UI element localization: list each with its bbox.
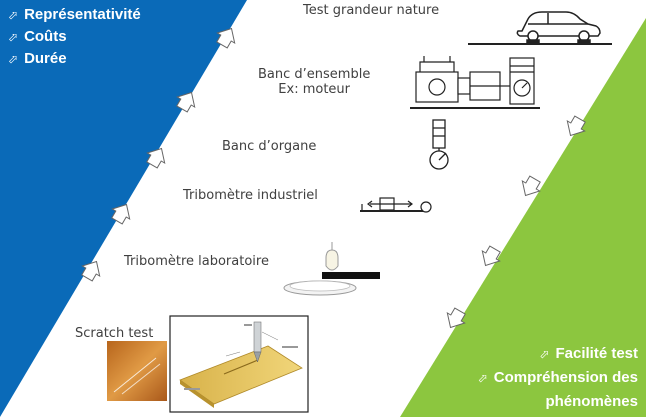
- level-label-tribometre-industriel: Tribomètre industriel: [183, 188, 318, 203]
- hollow-arrow-icon: [146, 147, 166, 169]
- left-panel-item: ⬀Durée: [8, 50, 67, 67]
- left-panel-item: ⬀Coûts: [8, 28, 67, 45]
- hollow-arrow-icon: [111, 203, 131, 225]
- level-label-scratch-test: Scratch test: [75, 326, 154, 341]
- right-panel-item: ⬀Facilité test: [539, 345, 638, 362]
- hollow-arrow-icon: [446, 307, 466, 329]
- hollow-arrow-icon: [216, 27, 236, 49]
- hollow-arrow-icon: [176, 91, 196, 113]
- left-panel-item: ⬀Représentativité: [8, 6, 141, 23]
- level-label-test-grandeur-nature: Test grandeur nature: [303, 3, 440, 18]
- level-label-banc-organe: Banc d’organe: [222, 139, 317, 154]
- level-label-banc-ensemble: Banc d’ensemble Ex: moteur: [258, 67, 371, 97]
- hollow-arrow-icon: [81, 260, 101, 282]
- industrial-tribometer-illustration: [360, 197, 432, 213]
- arrow-up-right-icon: ⬀: [8, 30, 19, 44]
- scratch-test-schematic: [169, 315, 309, 413]
- hollow-arrow-icon: [521, 175, 541, 197]
- arrow-up-right-icon: ⬀: [8, 8, 19, 22]
- engine-bench-illustration: [410, 56, 540, 109]
- arrow-up-right-icon: ⬀: [539, 347, 550, 361]
- hollow-arrow-icon: [481, 245, 501, 267]
- car-test-rig-illustration: [468, 11, 612, 45]
- right-panel-item: phénomènes: [545, 393, 638, 410]
- laboratory-tribometer-illustration: [283, 242, 380, 296]
- right-panel-item: ⬀Compréhension des: [477, 369, 638, 386]
- hollow-arrow-icon: [566, 115, 586, 137]
- organ-bench-illustration: [429, 119, 449, 170]
- arrow-up-right-icon: ⬀: [477, 371, 488, 385]
- arrow-up-right-icon: ⬀: [8, 52, 19, 66]
- scratch-test-photo: [107, 341, 167, 401]
- level-label-tribometre-laboratoire: Tribomètre laboratoire: [124, 254, 269, 269]
